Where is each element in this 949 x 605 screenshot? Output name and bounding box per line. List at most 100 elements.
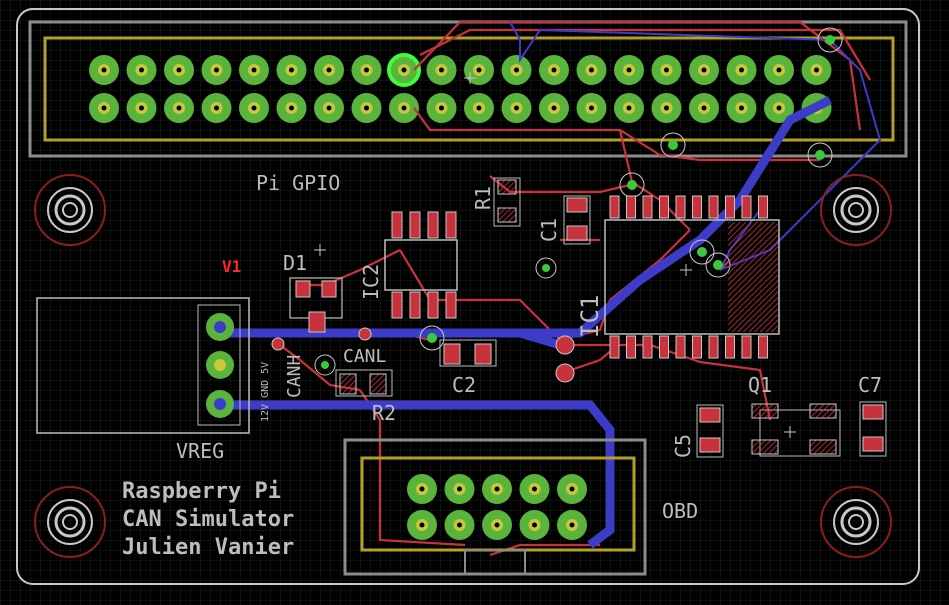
v1-label: V1	[222, 257, 241, 276]
obd-label: OBD	[662, 499, 698, 523]
gpio-pin[interactable]	[539, 55, 569, 85]
ic2-pad	[445, 211, 457, 239]
ic1-body	[604, 219, 780, 335]
gpio-pin[interactable]	[576, 93, 607, 123]
gpio-pin[interactable]	[501, 93, 532, 123]
ic1-pad	[725, 335, 735, 359]
c5-label: C5	[671, 434, 695, 458]
c1-component[interactable]: C1	[537, 195, 591, 245]
obd-pin[interactable]	[444, 474, 475, 504]
gpio-pin[interactable]	[351, 55, 382, 85]
gpio-pin[interactable]	[387, 53, 421, 87]
obd-pin[interactable]	[519, 510, 550, 540]
gpio-pin-array[interactable]	[89, 53, 832, 123]
gpio-pin[interactable]	[501, 55, 532, 85]
gpio-pin[interactable]	[726, 93, 757, 123]
gpio-pin[interactable]	[539, 93, 569, 123]
gpio-pin[interactable]	[201, 93, 232, 123]
ic1-component[interactable]: IC1	[576, 195, 780, 359]
obd-connector[interactable]: OBD	[343, 438, 698, 576]
gpio-header-package	[43, 36, 895, 142]
gpio-pin[interactable]	[276, 55, 307, 85]
gpio-pin[interactable]	[239, 93, 269, 123]
canl-label: CANL	[343, 346, 387, 367]
gpio-pin[interactable]	[651, 55, 682, 85]
obd-pin[interactable]	[557, 510, 587, 540]
ic2-pad	[427, 291, 439, 319]
ic2-pad	[409, 291, 421, 319]
vreg-pin-labels: 12V GND 5V	[260, 362, 271, 422]
c5-component[interactable]: C5	[671, 404, 724, 458]
gpio-pin[interactable]	[764, 55, 794, 85]
gpio-header[interactable]	[28, 20, 908, 158]
obd-pin[interactable]	[407, 474, 437, 504]
gpio-pin[interactable]	[126, 93, 157, 123]
ic1-pad	[659, 195, 669, 219]
ic1-pad	[758, 335, 768, 359]
r1-component[interactable]: R1	[471, 177, 521, 227]
vreg-component[interactable]: 12V GND 5V VREG V1	[36, 257, 271, 463]
ic1-label: IC1	[576, 295, 604, 338]
mounting-holes	[34, 174, 892, 558]
gpio-pin[interactable]	[651, 93, 682, 123]
gpio-pin[interactable]	[801, 55, 832, 85]
gpio-pin[interactable]	[239, 55, 269, 85]
gpio-pin[interactable]	[314, 93, 344, 123]
gpio-pin[interactable]	[764, 93, 794, 123]
r2-label: R2	[372, 401, 396, 425]
vreg-label: VREG	[176, 439, 224, 463]
gpio-pin[interactable]	[689, 93, 719, 123]
gpio-pin[interactable]	[689, 55, 719, 85]
gpio-pin[interactable]	[389, 93, 419, 123]
obd-pin[interactable]	[557, 474, 587, 504]
gpio-pin[interactable]	[314, 55, 344, 85]
mount-hole-top-left	[34, 174, 106, 246]
ic2-pad	[445, 291, 457, 319]
ic1-pad	[692, 335, 702, 359]
q1-component[interactable]: Q1	[748, 373, 841, 457]
obd-pin[interactable]	[482, 510, 512, 540]
gpio-pin[interactable]	[614, 93, 644, 123]
r2-component[interactable]: R2	[335, 369, 396, 425]
gpio-pin[interactable]	[164, 93, 194, 123]
c1-label: C1	[537, 218, 561, 242]
gpio-pin[interactable]	[351, 93, 382, 123]
gpio-pin[interactable]	[464, 55, 494, 85]
canh-label: CANH	[284, 355, 305, 398]
ic2-pad	[391, 211, 403, 239]
mount-hole-bottom-right	[820, 486, 892, 558]
gpio-pin[interactable]	[164, 55, 194, 85]
ic2-pad	[427, 211, 439, 239]
ic2-label: IC2	[359, 264, 383, 300]
d1-component[interactable]: D1	[283, 251, 343, 333]
d1-label: D1	[283, 251, 307, 275]
c7-label: C7	[858, 373, 882, 397]
gpio-pin[interactable]	[426, 55, 457, 85]
obd-pin[interactable]	[519, 474, 550, 504]
ic1-pad	[675, 195, 686, 219]
obd-pin[interactable]	[444, 510, 475, 540]
gpio-pin[interactable]	[89, 55, 119, 85]
gpio-pin[interactable]	[89, 93, 119, 123]
gpio-pin[interactable]	[276, 93, 307, 123]
gpio-pin[interactable]	[726, 55, 757, 85]
obd-pin[interactable]	[407, 510, 437, 540]
ic1-pad	[659, 335, 669, 359]
gpio-pin[interactable]	[426, 93, 457, 123]
ic2-pad	[391, 291, 403, 319]
ic2-component[interactable]: IC2	[359, 211, 458, 319]
obd-pin[interactable]	[482, 474, 512, 504]
ic1-pad	[741, 335, 752, 359]
board-title-block: Raspberry Pi CAN Simulator Julien Vanier	[122, 479, 294, 560]
gpio-pin[interactable]	[126, 55, 157, 85]
gpio-pin[interactable]	[201, 55, 232, 85]
c7-component[interactable]: C7	[858, 373, 887, 457]
gpio-pin[interactable]	[576, 55, 607, 85]
c2-component[interactable]: C2	[439, 339, 497, 397]
gpio-pin[interactable]	[614, 55, 644, 85]
r1-label: R1	[471, 186, 495, 210]
ic1-pad	[642, 335, 653, 359]
gpio-pin[interactable]	[464, 93, 494, 123]
vreg-outline	[36, 297, 250, 434]
